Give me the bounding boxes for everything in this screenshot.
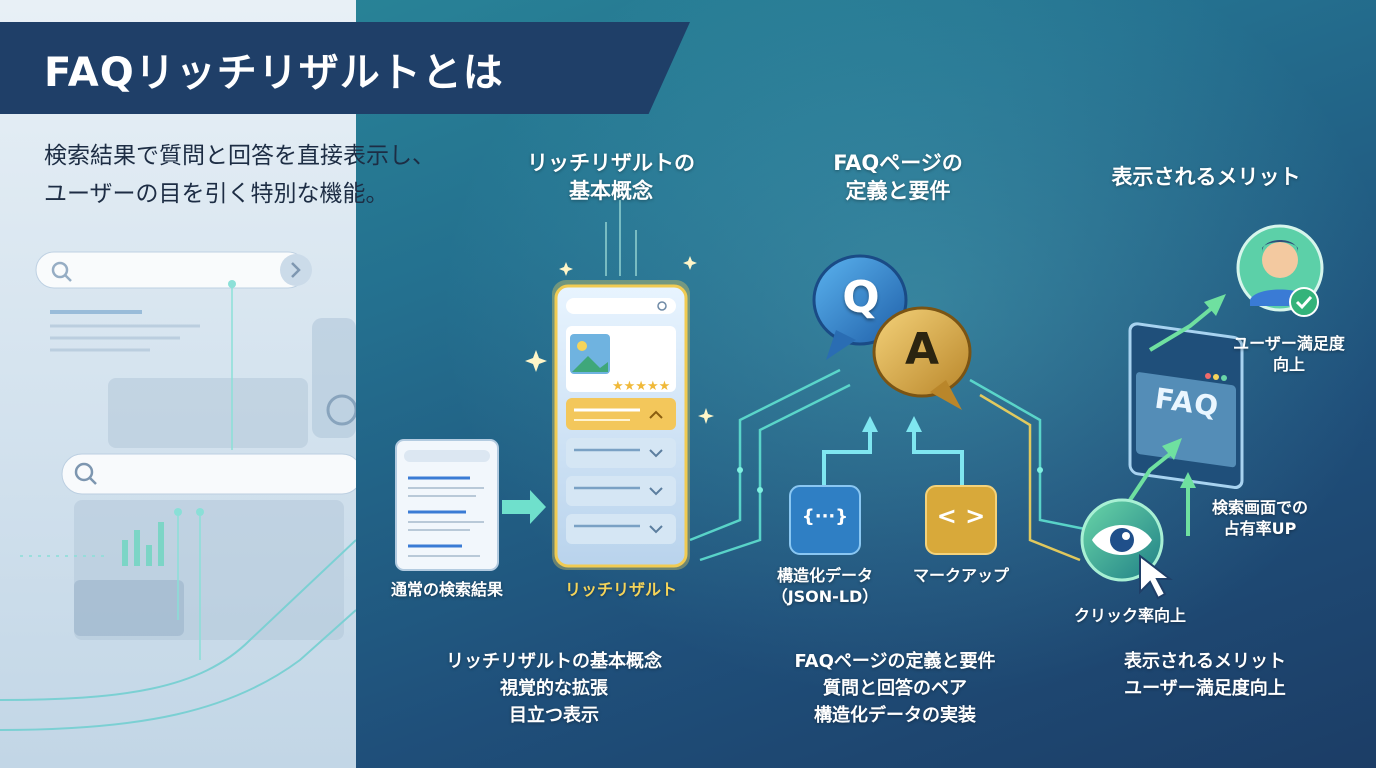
occupancy-label-line1: 検索画面での xyxy=(1211,498,1308,517)
markup-label: マークアップ xyxy=(912,566,1009,585)
column-head-rich-result-line1: リッチリザルトの xyxy=(527,151,695,175)
column-head-rich-result-line2: 基本概念 xyxy=(569,178,653,203)
svg-text:★★★★★: ★★★★★ xyxy=(612,379,670,394)
cursor-icon xyxy=(1139,553,1173,600)
arrow-to-rich-result xyxy=(502,490,546,524)
structured-data-label: 構造化データ （JSON-LD） xyxy=(760,566,890,608)
upward-arrowheads xyxy=(862,416,922,432)
page-title: FAQリッチリザルトとは xyxy=(44,50,504,96)
left-search-ui-background xyxy=(0,0,356,768)
markup-icon xyxy=(925,485,997,555)
structured-data-label-line2: （JSON-LD） xyxy=(771,586,879,606)
column-head-faq-page-line1: FAQページの xyxy=(833,151,963,175)
user-satisfaction-label-line2: 向上 xyxy=(1272,354,1305,374)
structured-data-label-line1: 構造化データ xyxy=(776,566,873,585)
summary-merits-line: ユーザー満足度向上 xyxy=(1124,678,1286,699)
merit-arrowheads xyxy=(1162,294,1226,488)
column-head-merits: 表示されるメリット xyxy=(1111,165,1301,189)
user-satisfaction-label-line1: ユーザー満足度 xyxy=(1233,334,1345,353)
markup-icon-text: < > xyxy=(936,502,986,530)
ctr-label: クリック率向上 xyxy=(1073,606,1186,625)
q-bubble-icon xyxy=(812,254,908,360)
summary-faq-page-line: FAQページの定義と要件 xyxy=(794,651,996,672)
json-ld-icon-text: {···} xyxy=(801,506,849,527)
summary-merits-line: 表示されるメリット xyxy=(1124,651,1286,672)
sparkle-icons xyxy=(525,256,714,424)
rich-result-label: リッチリザルト xyxy=(564,580,677,599)
merit-arrows xyxy=(1128,306,1214,536)
json-ld-icon xyxy=(789,485,861,555)
connector-lines xyxy=(689,368,1091,562)
normal-search-result-label: 通常の検索結果 xyxy=(390,580,503,599)
occupancy-label-line2: 占有率UP xyxy=(1223,518,1297,538)
left-decoration xyxy=(0,251,356,731)
summary-faq-page: FAQページの定義と要件 質問と回答のペア 構造化データの実装 xyxy=(760,648,1030,729)
column-head-faq-page: FAQページの 定義と要件 xyxy=(798,150,998,205)
q-letter: Q xyxy=(842,272,880,323)
user-satisfaction-label: ユーザー満足度 向上 xyxy=(1216,334,1362,376)
lead-text-line-2: ユーザーの目を引く特別な機能。 xyxy=(44,181,389,207)
rich-result-phone: ★★★★★ xyxy=(552,280,690,570)
a-bubble-icon xyxy=(872,306,972,410)
occupancy-label: 検索画面での 占有率UP xyxy=(1196,498,1324,540)
a-letter: A xyxy=(904,324,940,375)
column-head-faq-page-line2: 定義と要件 xyxy=(845,178,951,203)
title-banner xyxy=(0,22,690,114)
summary-merits: 表示されるメリット ユーザー満足度向上 xyxy=(1080,648,1330,702)
summary-rich-result: リッチリザルトの基本概念 視覚的な拡張 目立つ表示 xyxy=(414,648,694,729)
column-head-rich-result: リッチリザルトの 基本概念 xyxy=(506,150,716,205)
normal-search-result-card xyxy=(395,439,499,571)
eye-icon xyxy=(1080,498,1164,582)
summary-rich-result-line: 視覚的な拡張 xyxy=(500,678,608,699)
summary-faq-page-line: 構造化データの実装 xyxy=(814,705,976,726)
lead-text-line-1: 検索結果で質問と回答を直接表示し、 xyxy=(44,143,435,169)
light-rays xyxy=(605,200,637,276)
connector-dots xyxy=(737,467,1043,493)
upward-arrows xyxy=(822,430,964,486)
summary-rich-result-line: 目立つ表示 xyxy=(509,705,599,726)
user-avatar-icon xyxy=(1236,224,1324,317)
summary-faq-page-line: 質問と回答のペア xyxy=(823,678,967,699)
summary-rich-result-line: リッチリザルトの基本概念 xyxy=(446,651,662,672)
